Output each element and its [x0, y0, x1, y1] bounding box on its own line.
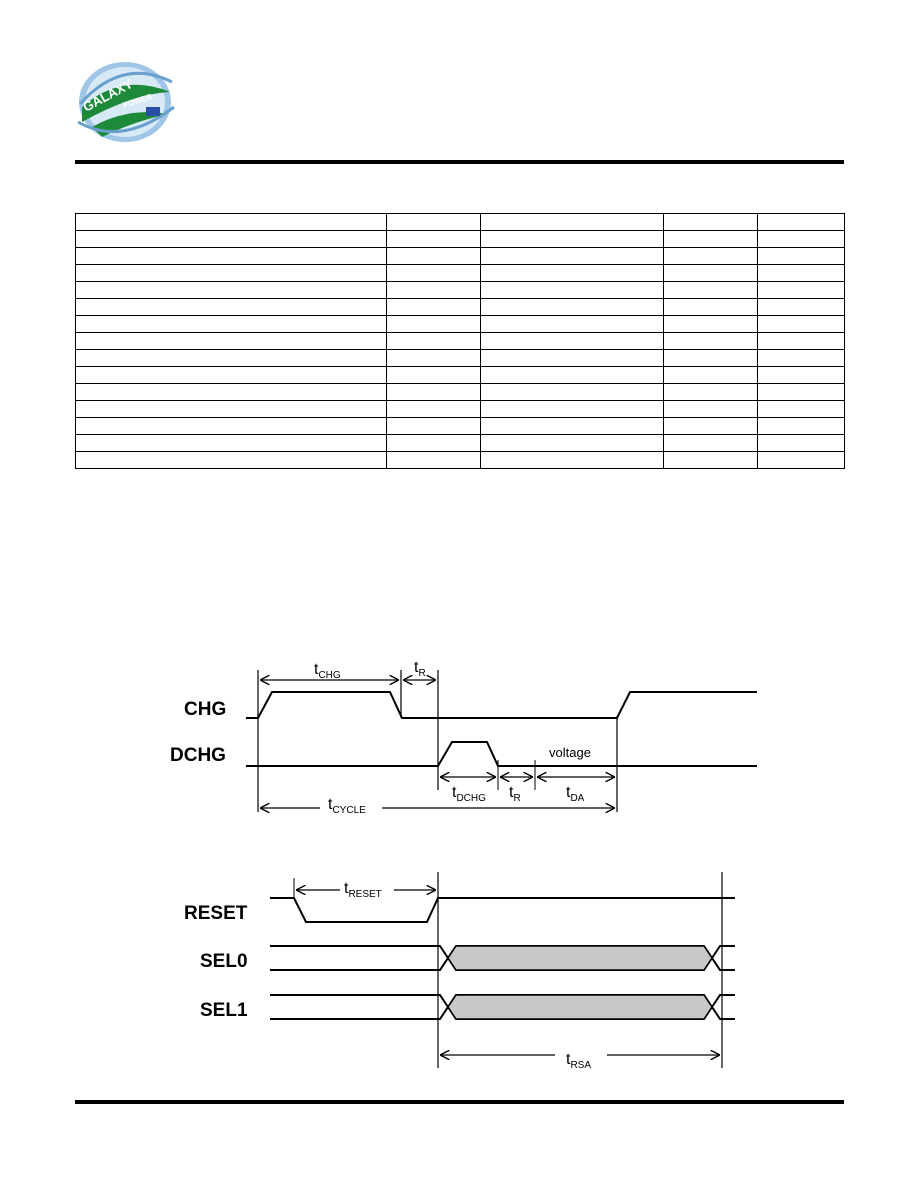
table-row [75, 264, 845, 282]
table-cell [757, 451, 845, 469]
signal-label-reset: RESET [184, 903, 248, 924]
label-t-cycle: tCYCLE [328, 796, 366, 816]
reset-waveform [270, 897, 735, 923]
charge-timing-diagram: CHG DCHG tCHG tR tDCHG tR tDA tCYCLE vol… [170, 659, 757, 816]
reset-select-timing-diagram: RESET SEL0 SEL1 tRESET tRSA [184, 872, 735, 1071]
spec-table-body [75, 213, 845, 469]
dchg-waveform [246, 741, 757, 767]
spec-table [75, 213, 845, 469]
signal-label-dchg: DCHG [170, 745, 226, 766]
chg-waveform [246, 691, 757, 719]
table-row [75, 281, 845, 299]
label-t-dchg: tDCHG [452, 784, 486, 804]
header-rule [75, 160, 844, 164]
label-t-da: tDA [566, 784, 585, 804]
footer-rule [75, 1100, 844, 1104]
label-t-reset: tRESET [344, 880, 382, 900]
table-row [75, 451, 845, 469]
sel0-valid-region [447, 945, 713, 971]
galaxy-power-logo: GALAXY POWER [77, 62, 175, 142]
label-t-chg: tCHG [314, 661, 341, 681]
signal-label-sel1: SEL1 [200, 1000, 248, 1021]
sel1-valid-region [447, 994, 713, 1020]
table-row [75, 349, 845, 367]
signal-label-sel0: SEL0 [200, 951, 248, 972]
table-row [75, 230, 845, 248]
table-row [75, 298, 845, 316]
table-row [75, 332, 845, 350]
label-t-r-1: tR [414, 659, 426, 679]
label-t-r-2: tR [509, 784, 521, 804]
signal-label-chg: CHG [184, 699, 226, 720]
table-row [75, 383, 845, 401]
label-voltage: voltage [549, 745, 591, 760]
label-t-rsa: tRSA [566, 1051, 591, 1071]
